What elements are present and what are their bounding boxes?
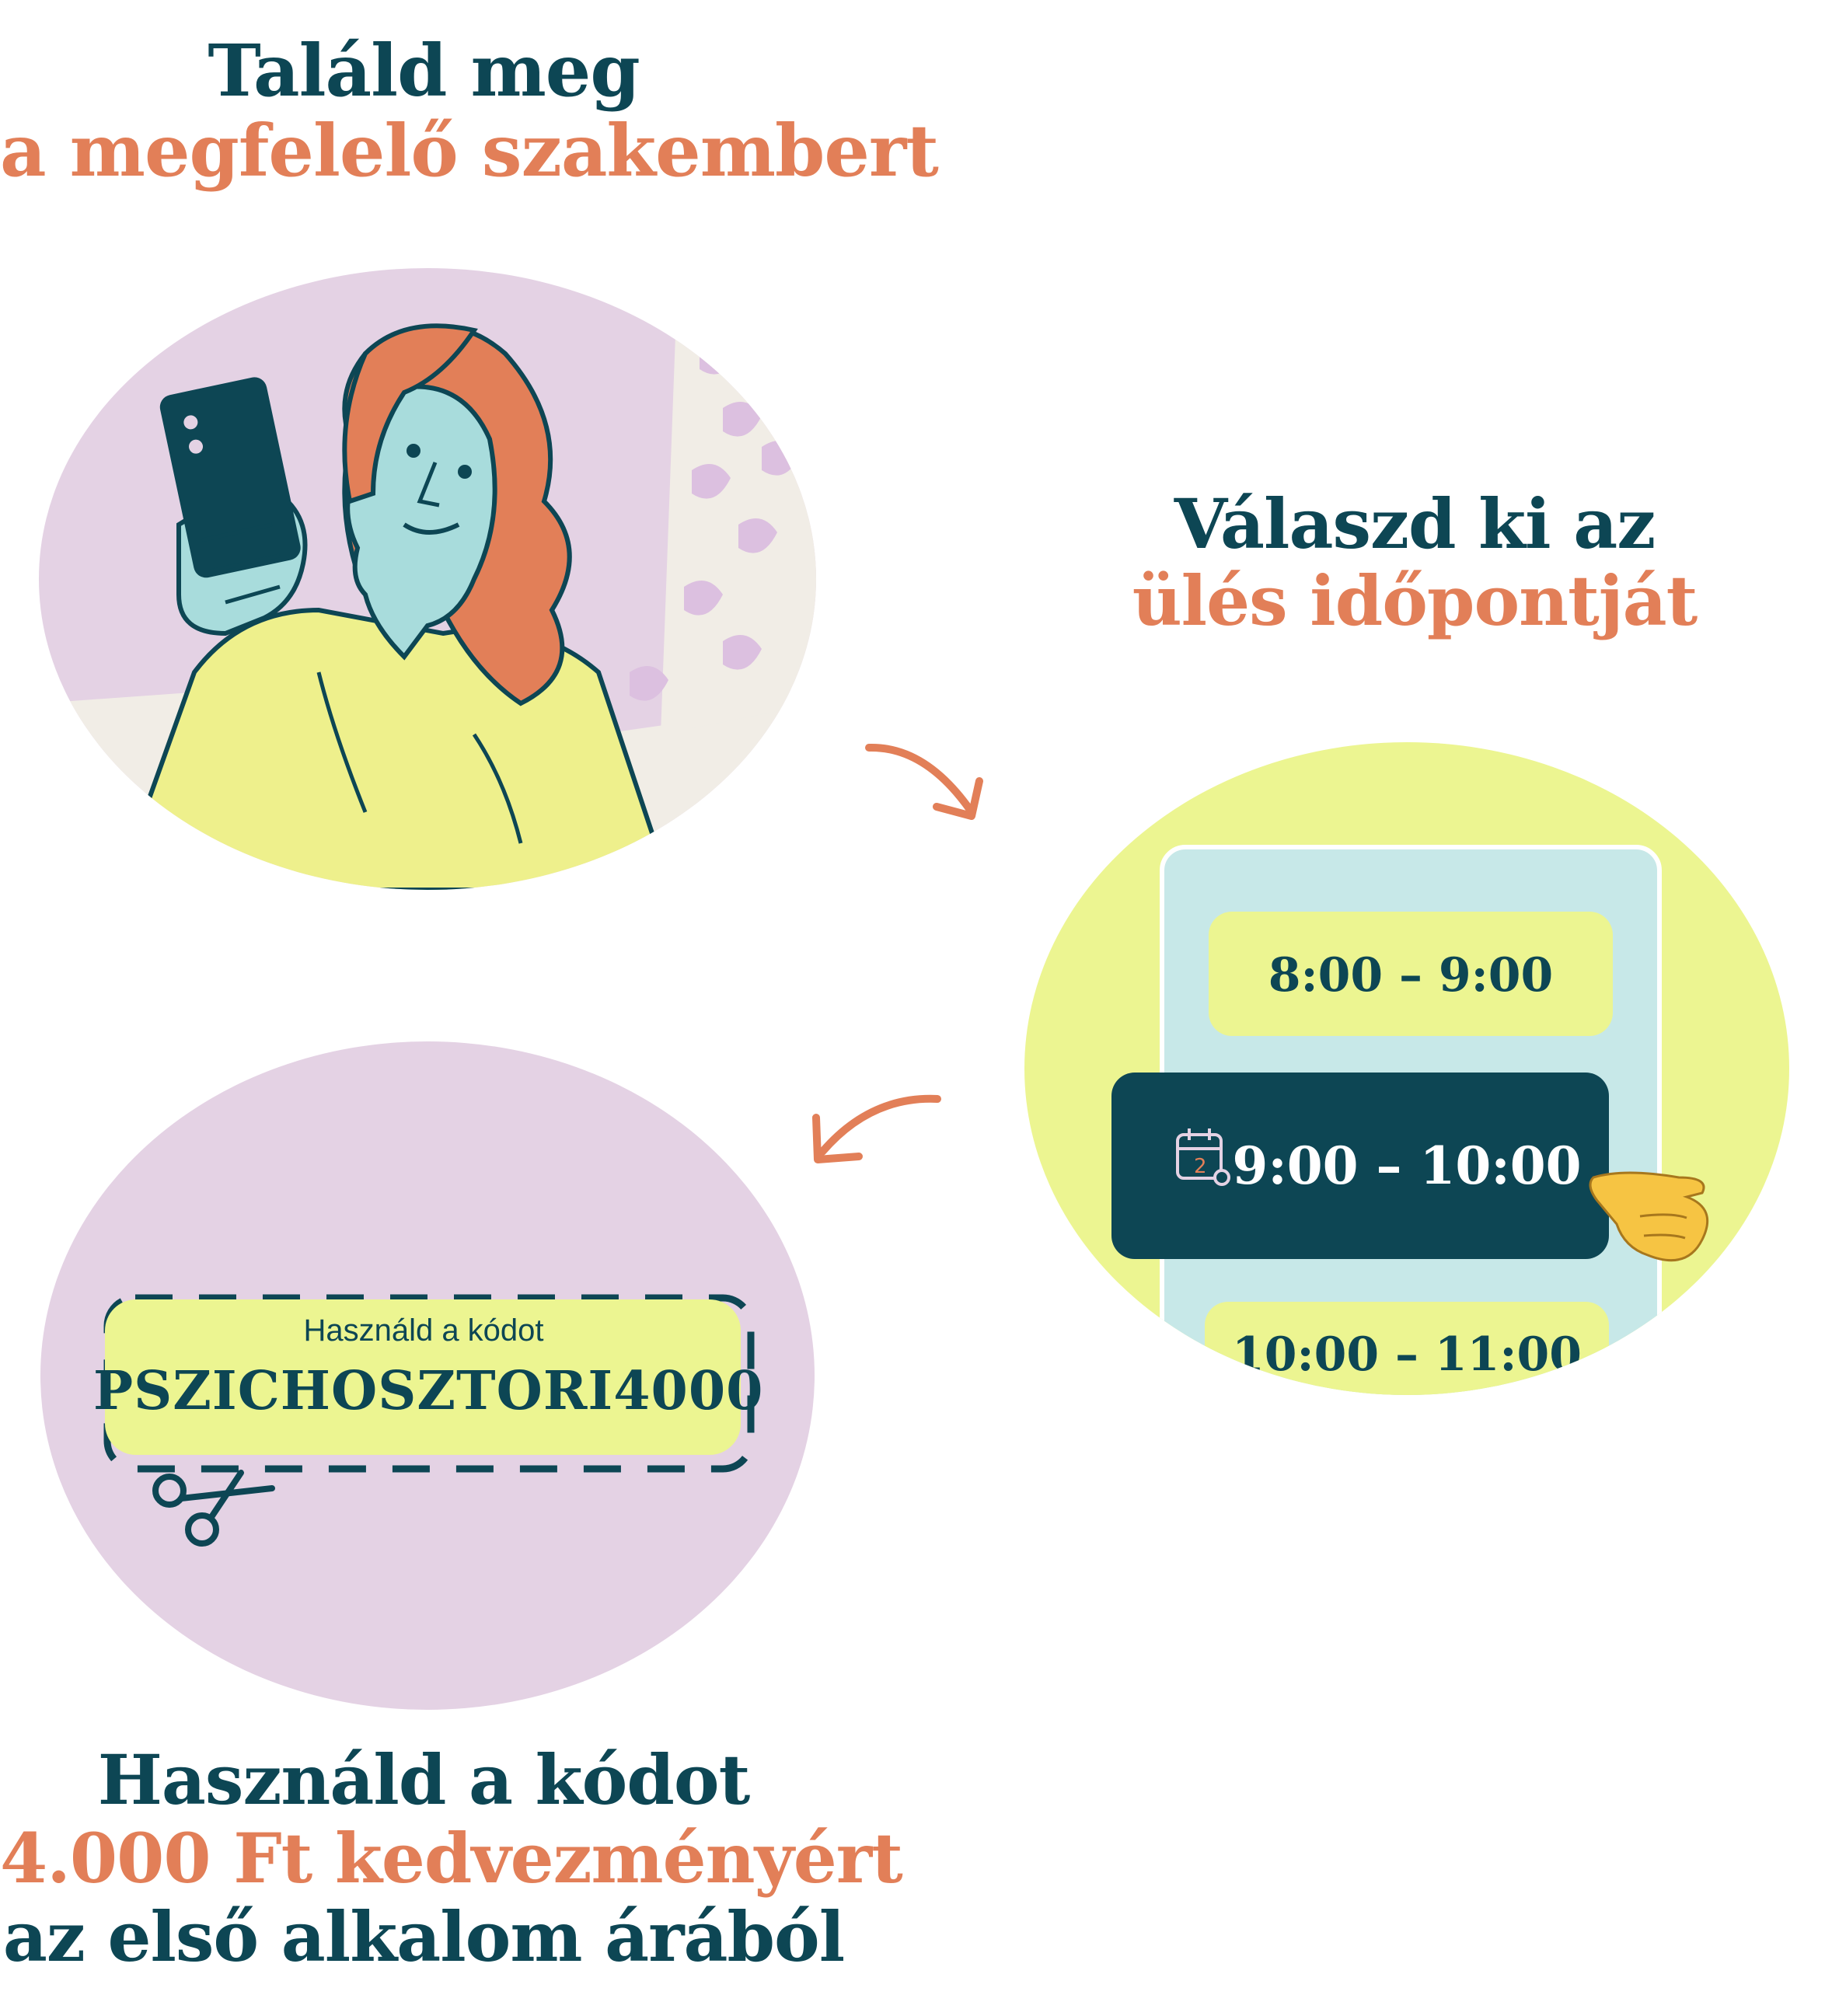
coupon-illustration (40, 1041, 815, 1710)
woman-with-phone-illustration (39, 268, 816, 890)
step3-heading-line1: Használd a kódot (97, 1739, 750, 1820)
step1-heading-line2: a megfelelő szakembert (0, 109, 939, 194)
step2-heading-line2: ülés időpontját (1132, 560, 1698, 641)
time-slot-1[interactable]: 8:00 – 9:00 (1268, 948, 1554, 1003)
coupon-code[interactable]: PSZICHOSZTORI4000 (93, 1360, 764, 1422)
scissors-icon (152, 1470, 275, 1547)
step3-heading-line3: az első alkalom árából (2, 1896, 845, 1978)
step3-heading: Használd a kódot 4.000 Ft kedvezményért … (0, 1739, 903, 1978)
coupon-caption: Használd a kódot (303, 1313, 544, 1348)
pointing-hand-icon (1589, 1171, 1709, 1262)
calendar-icon: 2 (1176, 1128, 1230, 1186)
arrow-icon (812, 1094, 941, 1163)
time-slot-3[interactable]: 10:00 – 11:00 (1232, 1327, 1582, 1382)
step1-heading-line1: Találd meg (208, 29, 640, 113)
time-slot-2-selected[interactable]: 9:00 – 10:00 (1232, 1135, 1581, 1196)
step2-heading: Válaszd ki az ülés időpontját (1119, 486, 1710, 639)
time-slot-picker-illustration: 8:00 – 9:00 10:00 – 11:00 2 9:00 – 10:00 (1024, 742, 1789, 1395)
step1-heading: Találd meg a megfelelő szakembert (0, 29, 939, 194)
step2-heading-line1: Válaszd ki az (1174, 483, 1656, 564)
arrow-icon (865, 743, 983, 820)
step3-heading-line2: 4.000 Ft kedvezményért (0, 1818, 903, 1899)
svg-text:2: 2 (1194, 1155, 1207, 1178)
